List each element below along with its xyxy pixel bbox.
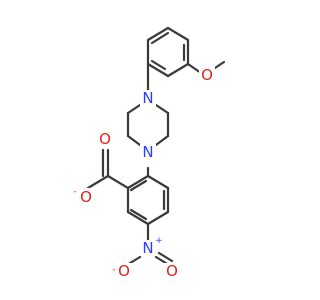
nitro-o-left-label: O: [118, 262, 130, 280]
atom-labels: N N O O O - N + O - O: [73, 66, 215, 280]
methoxy-o-label: O: [201, 66, 213, 84]
carboxylate-o-double-label: O: [99, 130, 111, 148]
nitro-o-left-charge: -: [112, 265, 115, 275]
nitro-n-label: N: [142, 239, 153, 257]
piperazine-n-bottom-label: N: [142, 143, 153, 161]
carboxylate-group: [86, 148, 130, 190]
nitro-n-charge: +: [155, 236, 163, 246]
methoxyphenyl-ring: [146, 26, 190, 78]
nitrobenzoate-ring: [126, 174, 170, 226]
nitro-o-right-label: O: [166, 262, 178, 280]
carboxylate-o-single-label: O: [80, 188, 92, 206]
carboxylate-o-charge: -: [73, 187, 76, 197]
piperazine-n-top-label: N: [142, 89, 153, 107]
piperazine-ring: [126, 103, 170, 147]
molecule-structure: N N O O O - N + O - O: [73, 26, 226, 280]
